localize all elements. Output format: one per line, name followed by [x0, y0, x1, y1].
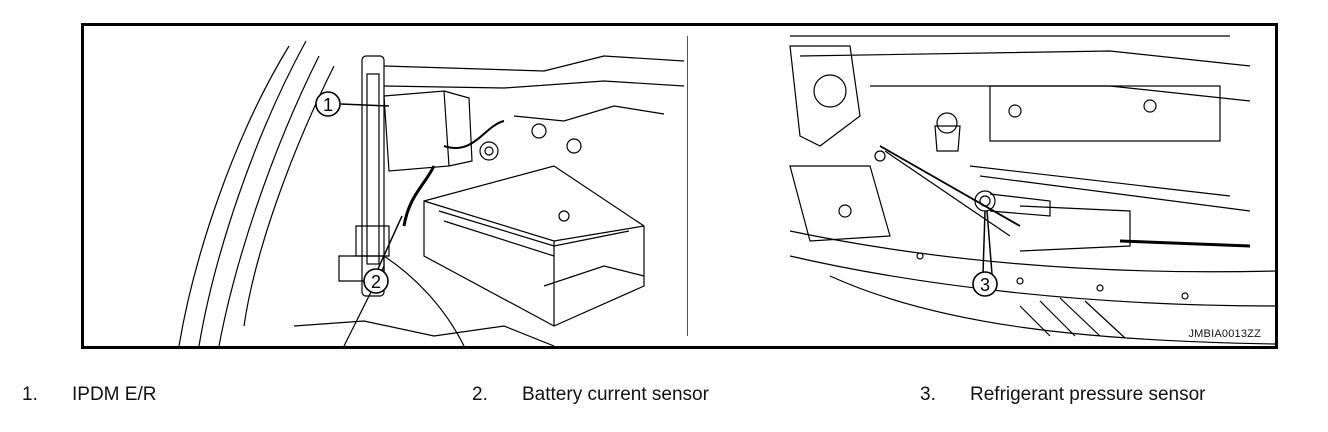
- callout-3: 3: [980, 275, 990, 295]
- engine-bay-right-illustration: 3: [690, 26, 1275, 346]
- legend-label: IPDM E/R: [72, 384, 157, 405]
- legend-item-2: 2. Battery current sensor: [472, 384, 709, 406]
- component-location-figure: 1 2: [81, 23, 1278, 349]
- legend-number: 3.: [920, 384, 936, 405]
- legend: 1. IPDM E/R 2. Battery current sensor 3.…: [0, 384, 1328, 414]
- engine-bay-left-illustration: 1 2: [84, 26, 684, 346]
- callout-1: 1: [323, 95, 333, 115]
- legend-number: 2.: [472, 384, 488, 405]
- legend-item-1: 1. IPDM E/R: [22, 384, 156, 406]
- legend-item-3: 3. Refrigerant pressure sensor: [920, 384, 1206, 406]
- figure-code: JMBIA0013ZZ: [1188, 328, 1261, 340]
- legend-label: Battery current sensor: [522, 384, 709, 405]
- callout-2: 2: [371, 272, 381, 292]
- panel-divider: [687, 36, 688, 336]
- legend-label: Refrigerant pressure sensor: [970, 384, 1206, 405]
- legend-number: 1.: [22, 384, 38, 405]
